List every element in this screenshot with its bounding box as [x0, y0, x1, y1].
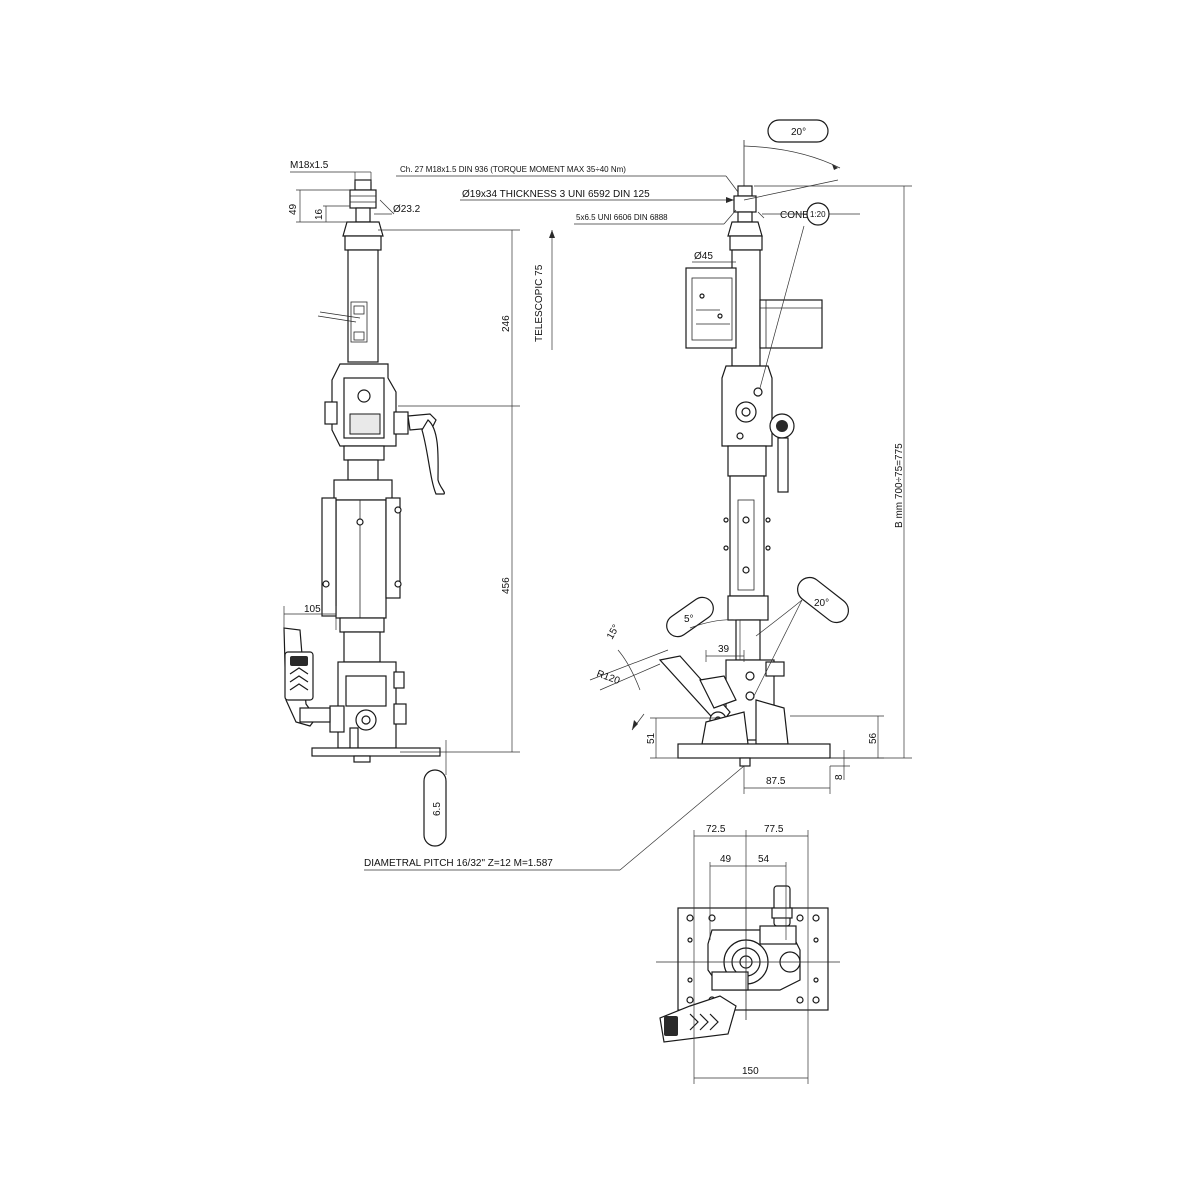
key-spec-label: 5x6.5 UNI 6606 DIN 6888 [576, 213, 668, 222]
dim-246: 246 [501, 315, 512, 332]
cone-hub [342, 221, 384, 237]
tilt-lever-handle[interactable] [421, 419, 445, 495]
spline-shaft [355, 207, 371, 223]
angle-20-lever: 20° [814, 598, 829, 609]
washer-spec-label: Ø19x34 THICKNESS 3 UNI 6592 DIN 125 [462, 189, 650, 200]
b-height-label: B mm 700÷75=775 [894, 443, 905, 528]
dim-16: 16 [314, 208, 325, 220]
side-view [283, 179, 445, 763]
front-lever-stem [777, 437, 789, 493]
plan-view-dimensions: 72.5 77.5 49 54 150 [693, 824, 809, 1084]
lower-joint-collar [343, 445, 385, 461]
dim-8: 8 [834, 774, 845, 780]
callout-20-lever [797, 576, 849, 624]
side-bolt [324, 401, 338, 425]
tube-ring [339, 617, 385, 633]
dim-456: 456 [501, 577, 512, 594]
bracket-top [333, 479, 393, 501]
thread-label: M18x1.5 [290, 160, 329, 171]
callout-6-5 [423, 769, 447, 847]
dim-54: 54 [758, 854, 770, 865]
radius-r120: R120 [595, 668, 622, 687]
front-view-dimensions: 20° Ch. 27 M18x1.5 DIN 936 (TORQUE MOMEN… [364, 119, 912, 871]
column-collar [344, 235, 382, 251]
side-view-dimensions: M18x1.5 49 16 Ø23.2 246 456 TELESCOPIC 7… [283, 160, 555, 847]
dim-39: 39 [718, 644, 730, 655]
dia-45-label: Ø45 [694, 251, 713, 262]
dim-6-5: 6.5 [432, 802, 443, 816]
plan-lever[interactable] [773, 885, 791, 927]
top-nut [349, 189, 377, 209]
lower-tube [335, 499, 387, 619]
front-right-bracket [759, 299, 823, 349]
diametral-pitch-label: DIAMETRAL PITCH 16/32" Z=12 M=1.587 [364, 858, 553, 869]
dim-87-5: 87.5 [766, 776, 786, 787]
dim-105: 105 [304, 604, 321, 615]
telescopic-label: TELESCOPIC 75 [534, 264, 545, 342]
front-base-plate [677, 743, 831, 759]
front-pedal-arm [658, 655, 731, 727]
thread-stud [354, 179, 372, 191]
dia-23-2-label: Ø23.2 [393, 204, 421, 215]
dim-51: 51 [646, 732, 657, 744]
plan-pedal[interactable] [659, 995, 737, 1043]
dim-49-plan: 49 [720, 854, 732, 865]
dim-56: 56 [868, 732, 879, 744]
cone-label: CONE [780, 210, 809, 221]
front-lower-tube [729, 475, 765, 597]
callout-20-top [767, 119, 829, 143]
angle-15: 15° [605, 623, 622, 642]
dim-72-5: 72.5 [706, 824, 726, 835]
dim-77-5: 77.5 [764, 824, 784, 835]
angle-20-top: 20° [791, 127, 806, 138]
plan-view [656, 885, 840, 1043]
dim-49: 49 [288, 203, 299, 215]
front-side-bracket [685, 267, 737, 349]
nut-spec-label: Ch. 27 M18x1.5 DIN 936 (TORQUE MOMENT MA… [400, 165, 626, 174]
mount-bracket-right [385, 497, 401, 599]
angle-5: 5° [684, 614, 694, 625]
dim-150: 150 [742, 1066, 759, 1077]
cone-ratio: 1:20 [810, 210, 826, 219]
front-view [658, 140, 831, 767]
mount-bracket-left [321, 497, 337, 617]
lever-pivot [393, 411, 409, 435]
